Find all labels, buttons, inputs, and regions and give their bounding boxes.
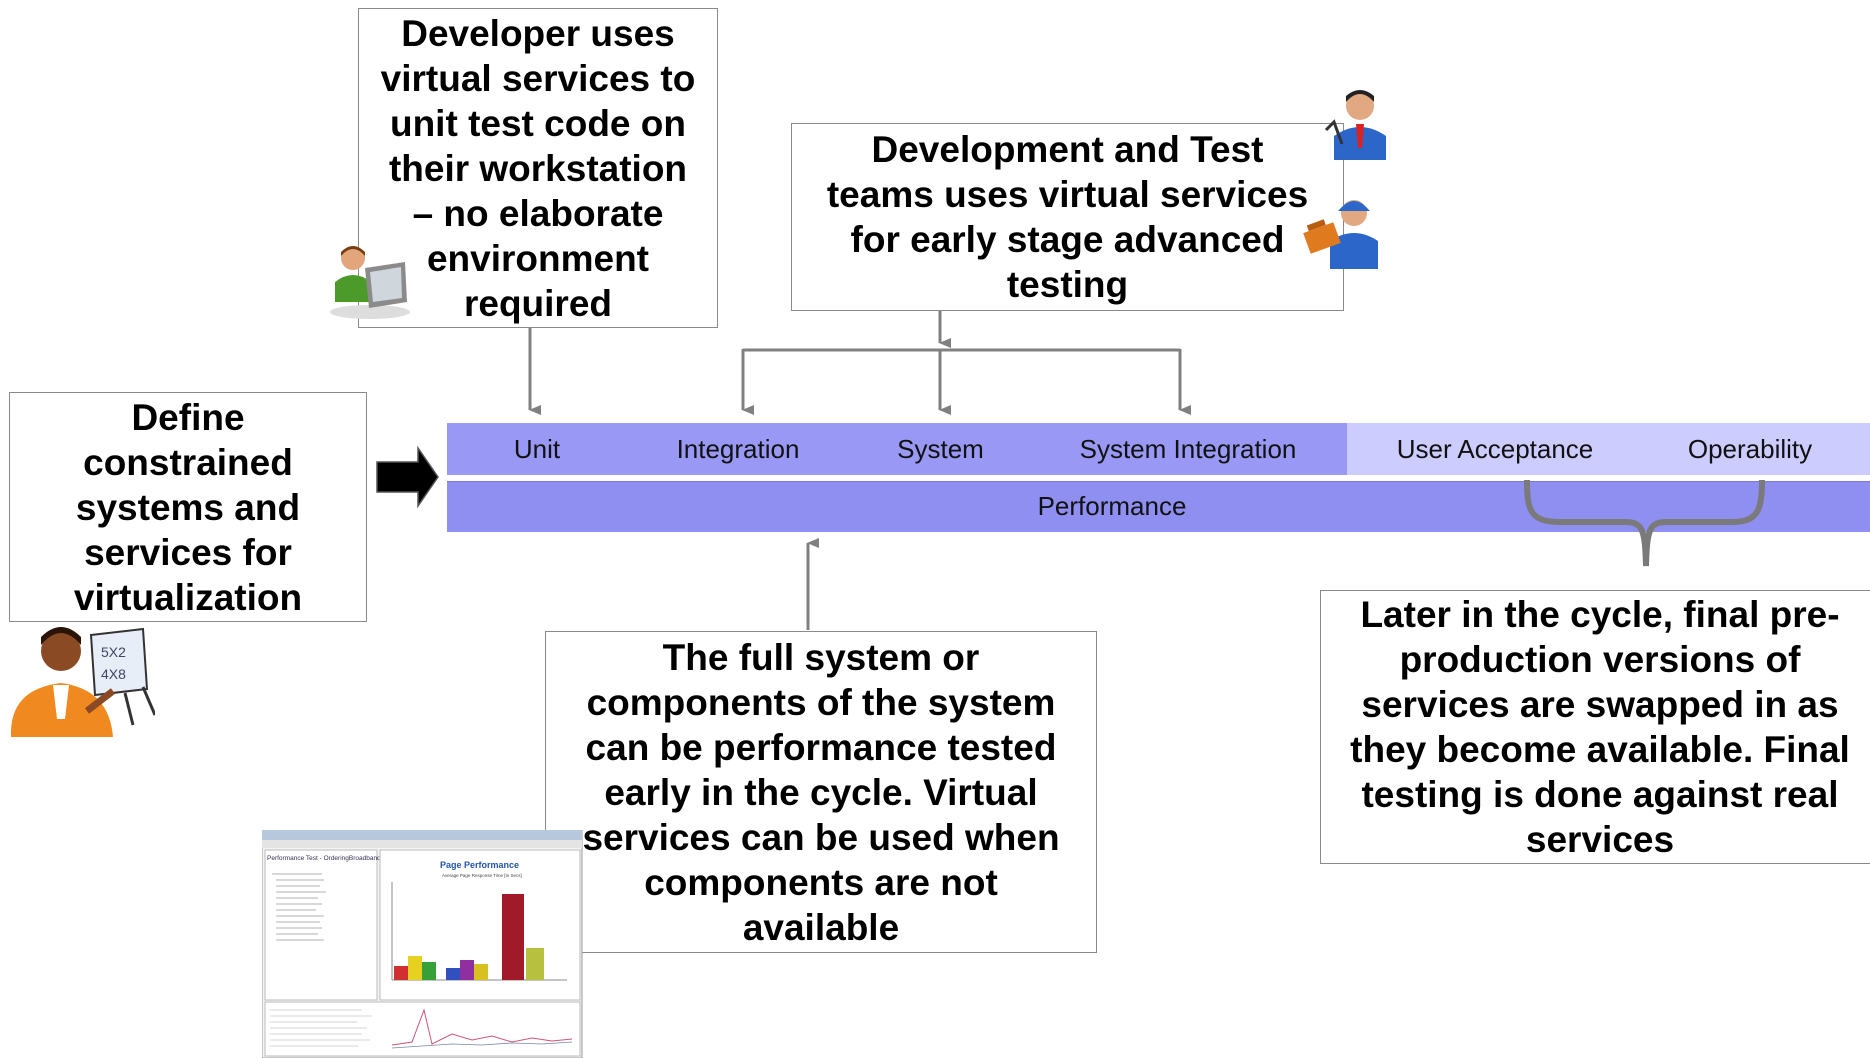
- define-box: Define constrained systems and services …: [9, 392, 367, 622]
- phase-integration: Integration: [676, 433, 800, 464]
- svg-text:4X8: 4X8: [101, 666, 126, 682]
- later-box: Later in the cycle, final pre- productio…: [1320, 590, 1870, 864]
- dev-test-box: Development and Test teams uses virtual …: [791, 123, 1344, 311]
- phase-system: System: [897, 433, 984, 464]
- performance-box: The full system or components of the sys…: [545, 631, 1097, 953]
- screenshot-title: Performance Test - OrderingBroadband.rts: [267, 855, 390, 862]
- performance-label: Performance: [1037, 490, 1187, 521]
- svg-text:5X2: 5X2: [101, 644, 126, 660]
- phase-row-light: [1347, 423, 1870, 475]
- screenshot-chart-subtitle: Average Page Response Time [In Secs]: [442, 873, 522, 878]
- developer-workstation-icon: [330, 246, 410, 319]
- developer-box: Developer uses virtual services to unit …: [358, 8, 718, 328]
- phase-system-integration: System Integration: [1079, 433, 1297, 464]
- big-right-arrow: [376, 445, 439, 509]
- phase-row-dark: [447, 423, 1347, 475]
- worker-toolbox-icon: [1303, 200, 1378, 269]
- businessman-icon: [1324, 90, 1386, 160]
- phase-operability: Operability: [1687, 433, 1813, 464]
- performance-test-screenshot: Performance Test - OrderingBroadband.rts…: [262, 830, 583, 1058]
- phase-unit: Unit: [513, 433, 561, 464]
- teacher-whiteboard-icon: 5X2 4X8: [10, 627, 155, 737]
- screenshot-chart-title: Page Performance: [440, 860, 519, 870]
- phase-user-acceptance: User Acceptance: [1396, 433, 1594, 464]
